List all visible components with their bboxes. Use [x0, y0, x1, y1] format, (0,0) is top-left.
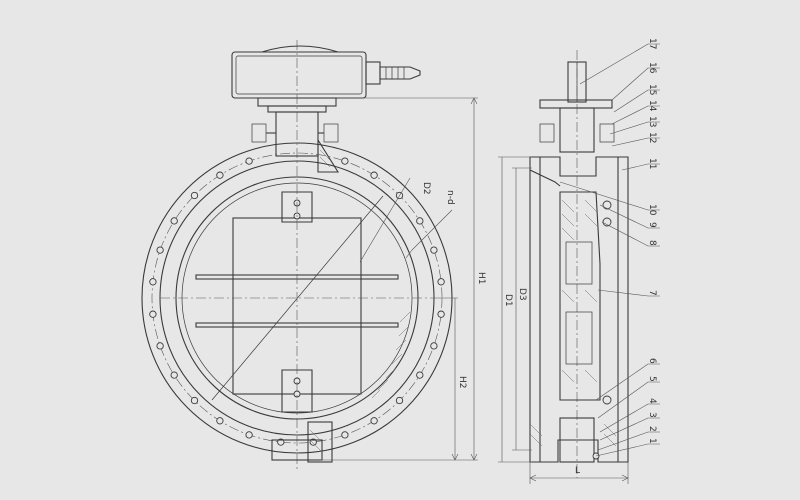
bolt-hole [437, 278, 445, 286]
bolt-hole [437, 310, 445, 318]
l-label: L [575, 466, 580, 476]
bolt-hole [395, 396, 404, 405]
bolt-hole [370, 417, 378, 425]
leader-line [597, 289, 660, 297]
d2-callout: D2 n-d [359, 177, 455, 263]
front-view: D2 n-d H1 H2 [141, 40, 486, 470]
gear-actuator [231, 45, 421, 113]
height-dimensions: H1 H2 [320, 97, 486, 461]
d1-label: D1 [503, 294, 513, 307]
leader-line [609, 121, 660, 135]
leader-line [599, 403, 660, 433]
bolt-hole [416, 217, 424, 225]
bolt-hole [149, 310, 157, 318]
leader-line [611, 67, 660, 101]
part-number-13: 13 [647, 116, 657, 127]
bolt-hole [149, 278, 157, 286]
part-number-5: 5 [647, 376, 657, 382]
leader-line [579, 43, 660, 85]
bolt-hole [341, 431, 349, 439]
bolt-hole [430, 246, 438, 254]
part-number-9: 9 [647, 222, 657, 228]
valve-neck [251, 111, 339, 173]
part-number-11: 11 [647, 158, 657, 169]
d3-label: D3 [517, 288, 527, 301]
valve-disc [160, 40, 440, 470]
bolt-hole [190, 191, 199, 200]
part-number-2: 2 [647, 426, 657, 432]
bolt-hole [216, 417, 224, 425]
part-number-8: 8 [647, 240, 657, 246]
bolt-hole [416, 371, 424, 379]
bolt-hole [216, 171, 224, 179]
part-number-1: 1 [647, 438, 657, 444]
bolt-hole [156, 342, 164, 350]
leader-line [613, 89, 660, 113]
bolt-hole [170, 371, 178, 379]
part-number-3: 3 [647, 412, 657, 418]
leader-line [599, 204, 660, 229]
bolt-hole [245, 157, 253, 165]
part-number-15: 15 [647, 84, 657, 95]
bolt-hole [370, 171, 378, 179]
leader-line [595, 363, 660, 401]
bolt-hole [170, 217, 178, 225]
bolt-hole [156, 246, 164, 254]
part-number-4: 4 [647, 398, 657, 404]
part-number-17: 17 [647, 38, 657, 49]
leader-line [621, 163, 660, 171]
bottom-boss [271, 421, 333, 463]
leader-line [599, 417, 660, 441]
bolt-hole [190, 396, 199, 405]
part-number-7: 7 [647, 290, 657, 296]
leader-line [597, 381, 660, 419]
part-number-16: 16 [647, 62, 657, 74]
leader-line [559, 181, 660, 211]
side-view: D3 D1 L 17 16 15 14 13 12 11 10 9 8 7 6 5 4 3 2 1 [498, 38, 660, 484]
bolt-hole [341, 157, 349, 165]
h1-label: H1 [476, 272, 486, 285]
nd-label: n-d [445, 190, 455, 205]
bolt-hole [430, 342, 438, 350]
part-number-6: 6 [647, 358, 657, 364]
bolt-hole [245, 431, 253, 439]
d2-label: D2 [421, 182, 431, 195]
part-number-12: 12 [647, 132, 657, 143]
part-leaders [559, 43, 660, 457]
leader-line [601, 221, 660, 247]
h2-label: H2 [457, 376, 467, 389]
leader-line [611, 137, 660, 147]
part-number-column: 17 16 15 14 13 12 11 10 9 8 7 6 5 4 3 2 1 [647, 38, 657, 444]
part-number-10: 10 [647, 204, 657, 216]
leader-line [595, 443, 660, 457]
leader-line [597, 431, 660, 451]
part-number-14: 14 [647, 100, 657, 112]
leader-line [611, 105, 660, 125]
